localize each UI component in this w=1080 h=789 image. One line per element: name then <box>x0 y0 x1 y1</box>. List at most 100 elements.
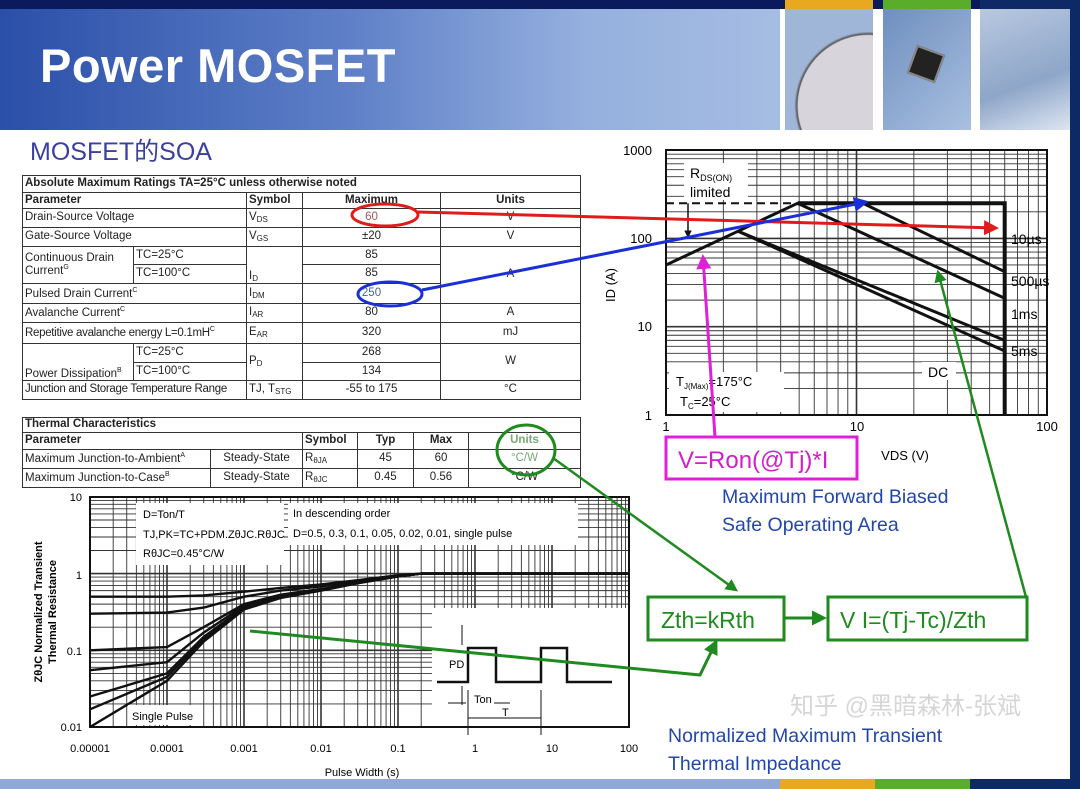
slide-subtitle: MOSFET的SOA <box>30 138 212 166</box>
vi-formula: V I=(Tj-Tc)/Zth <box>840 607 986 633</box>
param: Avalanche CurrentC <box>22 303 247 323</box>
max-value: 250 <box>302 283 441 304</box>
watermark: 知乎 @黑暗森林-张斌 <box>790 693 1022 720</box>
param: Maximum Junction-to-AmbientA <box>22 449 211 469</box>
unit: °C <box>439 380 582 400</box>
symbol: IDM <box>246 283 303 304</box>
y-tick: 1 <box>76 570 82 582</box>
zth-series-single-pulse <box>89 572 629 729</box>
param: Junction and Storage Temperature Range <box>22 380 247 400</box>
soa-caption-line1: Maximum Forward Biased <box>722 486 949 508</box>
zth-series-0.3 <box>89 572 629 615</box>
condition: TC=100°C <box>133 362 247 381</box>
zth-ticks: 0.00001 0.0001 0.001 0.01 0.1 1 10 100 1… <box>61 492 639 755</box>
x-axis-label: VDS (V) <box>881 448 929 463</box>
y-tick: 0.1 <box>67 646 82 658</box>
zth-formula: Zth=kRth <box>661 607 755 633</box>
max-value: 85 <box>302 264 441 284</box>
note-tjpk: TJ,PK=TC+PDM.ZθJC.RθJC <box>143 529 285 541</box>
y-axis-label: Thermal Resistance <box>47 560 59 664</box>
legend-note-values: D=0.5, 0.3, 0.1, 0.05, 0.02, 0.01, singl… <box>293 528 512 540</box>
max-value: 85 <box>302 246 441 265</box>
header-typ: Typ <box>357 432 414 450</box>
ron-arrow <box>696 254 717 438</box>
zth-grid <box>89 496 630 728</box>
soa-series-500µs <box>796 201 1006 300</box>
ron-formula: V=Ron(@Tj)*I <box>678 447 828 474</box>
absolute-max-ratings-table: Absolute Maximum Ratings TA=25°C unless … <box>21 175 582 400</box>
laptop-photo <box>980 0 1070 130</box>
label-dc: DC <box>928 364 948 380</box>
vi-to-soa-arrow <box>934 269 1028 598</box>
param: Maximum Junction-to-CaseB <box>22 468 211 488</box>
x-tick: 100 <box>1036 419 1058 434</box>
soa-curves <box>665 201 1007 415</box>
right-bar <box>1070 0 1080 789</box>
max-value: 0.56 <box>413 468 469 488</box>
wafer-photo <box>785 0 873 130</box>
rds-limited-label: limited <box>690 184 730 200</box>
y-tick: 100 <box>630 231 652 246</box>
soa-series-5ms <box>737 230 1006 353</box>
tj-max-label: TJ(Max)=175°C <box>676 374 752 391</box>
unit: V <box>439 208 582 228</box>
soa-series-DC <box>797 201 1007 415</box>
max-value: -55 to 175 <box>302 380 441 400</box>
header-maximum: Maximum <box>302 192 441 209</box>
param: Drain-Source Voltage <box>22 208 247 228</box>
header-parameter: Parameter <box>22 432 303 450</box>
table-title: Thermal Characteristics <box>21 417 582 433</box>
symbol: PD <box>246 343 303 381</box>
soa-series-10µs <box>797 201 1006 274</box>
max-value: 60 <box>413 449 469 469</box>
header-parameter: Parameter <box>22 192 247 209</box>
x-tick: 10 <box>546 743 558 755</box>
label-500us: 500µs <box>1011 273 1049 289</box>
symbol: IAR <box>246 303 303 323</box>
label-10us: 10µs <box>1011 231 1042 247</box>
unit: W <box>439 343 582 381</box>
rds-limit-line <box>665 201 799 267</box>
condition: TC=100°C <box>133 264 247 284</box>
x-tick: 10 <box>850 419 864 434</box>
header-units: Units <box>467 432 582 450</box>
pulse-waveform <box>437 646 612 684</box>
bottom-bar <box>0 779 1080 789</box>
zth-curve-arrow <box>249 629 718 677</box>
x-tick: 0.0001 <box>150 743 184 755</box>
zth-series-0.05 <box>89 572 629 672</box>
zth-series-0.01 <box>89 572 629 711</box>
condition: TC=25°C <box>133 343 247 363</box>
label-1ms: 1ms <box>1011 306 1037 322</box>
y-tick: 10 <box>70 492 82 504</box>
y-tick: 1000 <box>623 143 652 158</box>
param: Repetitive avalanche energy L=0.1mHC <box>22 322 247 344</box>
y-tick: 10 <box>638 319 652 334</box>
unit: A <box>439 303 582 323</box>
y-tick: 0.01 <box>61 722 82 734</box>
param: Continuous Drain CurrentG <box>22 246 134 284</box>
symbol: VGS <box>246 227 303 247</box>
max-value: 80 <box>302 303 441 323</box>
symbol: EAR <box>246 322 303 344</box>
header-banner <box>0 9 780 130</box>
inset-t: T <box>502 707 509 719</box>
condition: Steady-State <box>210 468 303 488</box>
symbol: ID <box>246 246 303 284</box>
rds-label-bg <box>684 163 748 200</box>
x-tick: 0.1 <box>390 743 405 755</box>
zth-formula-box <box>646 595 786 642</box>
header-symbol: Symbol <box>302 432 358 450</box>
param: Gate-Source Voltage <box>22 227 247 247</box>
table-title: Absolute Maximum Ratings TA=25°C unless … <box>21 175 582 193</box>
inset-pd: PD <box>449 659 464 671</box>
zth-series-0.1 <box>89 572 629 652</box>
plot-frame <box>665 149 1048 416</box>
unit: °C/W <box>467 468 582 488</box>
max-value: 320 <box>302 322 441 344</box>
